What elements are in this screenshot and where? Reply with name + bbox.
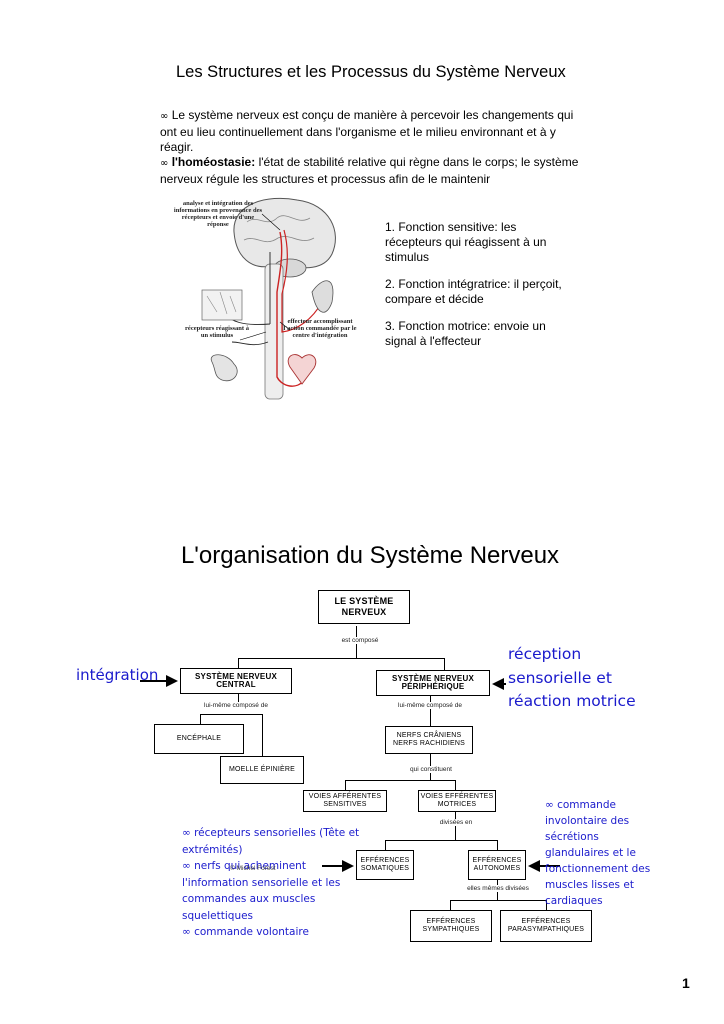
- box-moelle: MOELLE ÉPINIÈRE: [220, 756, 304, 784]
- connector-label: est composé: [340, 637, 380, 644]
- figure-label-receptors: récepteurs réagissant à un stimulus: [185, 325, 249, 339]
- nervous-system-figure: analyse et intégration des informations …: [172, 192, 372, 400]
- connector-line: [345, 780, 455, 781]
- connector-label: qui constituent: [404, 766, 458, 773]
- box-snp: SYSTÈME NERVEUX PÉRIPHÉRIQUE: [376, 670, 490, 696]
- somatique-note-2: ∞ nerfs qui acheminent l'information sen…: [182, 860, 341, 922]
- connector-line: [497, 840, 498, 850]
- infinity-bullet-icon: ∞: [160, 158, 169, 169]
- figure-label-effector: effecteur accomplissant l'action command…: [283, 318, 357, 339]
- body-nervous-illustration: [201, 197, 336, 400]
- box-sympathiques: EFFÉRENCES SYMPATHIQUES: [410, 910, 492, 942]
- connector-line: [200, 714, 201, 724]
- connector-label: divisées en: [438, 819, 474, 826]
- box-systeme-nerveux: LE SYSTÈME NERVEUX: [318, 590, 410, 624]
- homeostasie-term: l'homéostasie:: [171, 155, 256, 169]
- connector-label: lui-même composé de: [392, 702, 468, 709]
- connector-line: [455, 812, 456, 840]
- connector-label: lui-même composé de: [196, 702, 276, 709]
- annotation-autonome-note: ∞ commande involontaire des sécrétions g…: [545, 799, 651, 907]
- paragraph-perception-text: Le système nerveux est conçu de manière …: [160, 108, 574, 154]
- connector-line: [238, 658, 444, 659]
- somatique-note-3: ∞ commande volontaire: [182, 926, 309, 938]
- somatique-note-1: ∞ récepteurs sensorielles (Tête et extré…: [182, 827, 360, 856]
- connector-line: [444, 658, 445, 670]
- connector-line: [238, 658, 239, 668]
- paragraph-perception: ∞ Le système nerveux est conçu de manièr…: [160, 108, 580, 156]
- figure-label-integration: analyse et intégration des informations …: [173, 200, 263, 228]
- box-afferentes: VOIES AFFÉRENTES SENSITIVES: [303, 790, 387, 812]
- connector-line: [450, 900, 546, 901]
- annotation-reception: réception sensorielle et réaction motric…: [508, 645, 636, 710]
- connector-line: [430, 696, 431, 726]
- box-efferentes: VOIES EFFÉRENTES MOTRICES: [418, 790, 496, 812]
- connector-line: [262, 714, 263, 756]
- paragraph-homeostasie: ∞ l'homéostasie: l'état de stabilité rel…: [160, 155, 580, 187]
- connector-line: [450, 900, 451, 910]
- box-autonomes: EFFÉRENCES AUTONOMES: [468, 850, 526, 880]
- connector-line: [385, 840, 497, 841]
- connector-line: [455, 780, 456, 790]
- box-somatiques: EFFÉRENCES SOMATIQUES: [356, 850, 414, 880]
- annotation-somatique-note: ∞ récepteurs sensorielles (Tête et extré…: [182, 825, 362, 941]
- function-integratrice: 2. Fonction intégratrice: il perçoit, co…: [385, 277, 562, 306]
- slide2-title: L'organisation du Système Nerveux: [180, 542, 560, 569]
- box-snc: SYSTÈME NERVEUX CENTRAL: [180, 668, 292, 694]
- slide1-title: Les Structures et les Processus du Systè…: [176, 63, 566, 81]
- box-encephale: ENCÉPHALE: [154, 724, 244, 754]
- annotation-integration: intégration: [76, 666, 159, 684]
- connector-label: elles mêmes divisées: [462, 885, 534, 892]
- box-nerfs: NERFS CRÂNIENS NERFS RACHIDIENS: [385, 726, 473, 754]
- function-list: 1. Fonction sensitive: les récepteurs qu…: [385, 220, 565, 361]
- copyright-watermark: © Michel Forest: [230, 865, 276, 872]
- page-number: 1: [682, 975, 690, 991]
- function-sensitive: 1. Fonction sensitive: les récepteurs qu…: [385, 220, 547, 264]
- connector-line: [200, 714, 262, 715]
- box-parasympathiques: EFFÉRENCES PARASYMPATHIQUES: [500, 910, 592, 942]
- connector-line: [238, 694, 239, 708]
- infinity-bullet-icon: ∞: [160, 111, 169, 122]
- connector-line: [546, 900, 547, 910]
- homeostasie-definition: l'état de stabilité relative qui règne d…: [160, 155, 579, 186]
- connector-line: [385, 840, 386, 850]
- connector-line: [345, 780, 346, 790]
- function-motrice: 3. Fonction motrice: envoie un signal à …: [385, 319, 546, 348]
